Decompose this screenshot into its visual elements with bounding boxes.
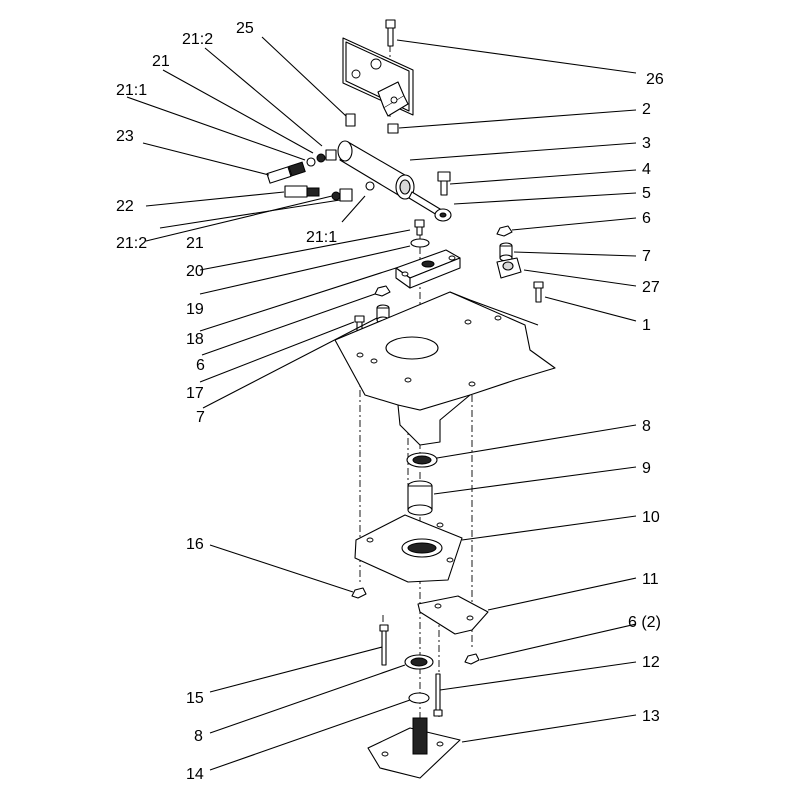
bearing-8-upper [406, 452, 438, 468]
nut-6-lower [374, 285, 391, 297]
callout-18: 18 [186, 331, 204, 348]
callout-11: 11 [642, 571, 659, 588]
callout-16: 16 [186, 536, 204, 553]
bolt-4 [437, 171, 451, 196]
callout-19: 19 [186, 301, 204, 318]
spindle-plate-13 [367, 717, 461, 779]
callout-21-1-bottom: 21:1 [306, 229, 337, 246]
fitting-23 [266, 161, 306, 184]
callout-17: 17 [186, 385, 204, 402]
callout-21-1-top: 21:1 [116, 82, 147, 99]
housing-plate-10 [354, 514, 463, 583]
callout-21-bottom: 21 [186, 235, 204, 252]
callout-6-left: 6 [196, 357, 205, 374]
spacer-7-upper [499, 242, 513, 262]
callout-7: 7 [642, 248, 651, 265]
bolt-26 [385, 19, 396, 47]
bearing-8-lower [404, 654, 434, 670]
callout-3: 3 [642, 135, 651, 152]
rod-end-5 [434, 208, 452, 222]
callout-20: 20 [186, 263, 204, 280]
bushing-9 [407, 480, 433, 516]
callout-26: 26 [646, 71, 664, 88]
callout-5: 5 [642, 185, 651, 202]
callout-2: 2 [642, 101, 651, 118]
callout-12: 12 [642, 654, 660, 671]
callout-14: 14 [186, 766, 204, 783]
callout-13: 13 [642, 708, 660, 725]
callout-4: 4 [642, 161, 651, 178]
callout-21-top: 21 [152, 53, 170, 70]
fitting-21-lower [331, 181, 375, 202]
callout-21-2-bottom: 21:2 [116, 235, 147, 252]
plate-11 [417, 595, 489, 635]
bolt-20 [414, 219, 425, 236]
nut-6-bottom [464, 653, 480, 665]
fitting-22 [284, 185, 320, 198]
callout-8-bottom: 8 [194, 728, 203, 745]
mounting-plate [334, 291, 556, 446]
callout-6: 6 [642, 210, 651, 227]
washer-14 [408, 692, 430, 704]
callout-9: 9 [642, 460, 651, 477]
bolt-15 [379, 624, 389, 666]
fitting-21-upper [306, 149, 337, 167]
bolt-1 [533, 281, 544, 303]
hydraulic-cylinder [337, 140, 446, 219]
leader-lines [126, 36, 637, 771]
callout-1: 1 [642, 317, 651, 334]
callout-25: 25 [236, 20, 254, 37]
spacer-25 [345, 113, 356, 127]
callout-15: 15 [186, 690, 204, 707]
nut-6-upper [496, 225, 513, 237]
callout-6-2: 6 (2) [628, 614, 661, 631]
callout-22: 22 [116, 198, 134, 215]
clamp-27 [496, 257, 522, 279]
washer-19 [410, 238, 430, 248]
callout-10: 10 [642, 509, 660, 526]
callout-labels: 26 2 3 4 5 6 7 27 1 25 21:2 21 21:1 23 2… [116, 20, 664, 783]
callout-21-2-top: 21:2 [182, 31, 213, 48]
nut-2 [387, 123, 399, 134]
bolt-12 [433, 673, 443, 717]
nut-16 [351, 587, 367, 599]
mounting-bracket [342, 37, 414, 117]
callout-8-top: 8 [642, 418, 651, 435]
pivot-block-18 [395, 249, 461, 289]
callout-23: 23 [116, 128, 134, 145]
callout-7-left: 7 [196, 409, 205, 426]
callout-27: 27 [642, 279, 660, 296]
